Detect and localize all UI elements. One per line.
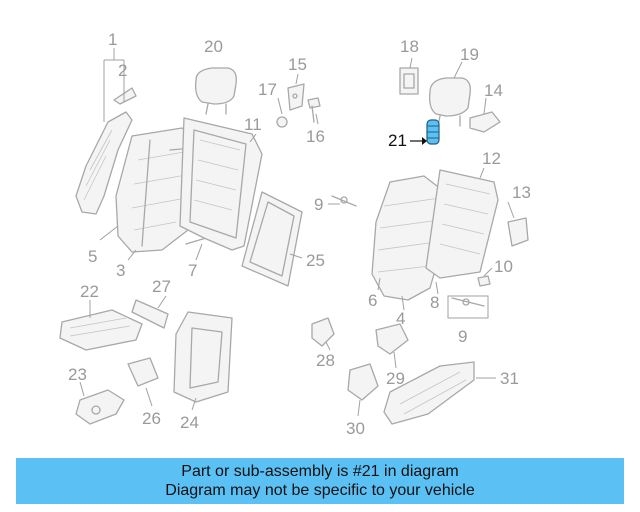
headrest-left xyxy=(194,67,237,115)
cover-26 xyxy=(127,357,159,387)
bracket-29 xyxy=(375,323,409,355)
left-seat-panel xyxy=(241,191,303,287)
callout-30: 30 xyxy=(346,419,365,438)
callout-4: 4 xyxy=(396,309,405,328)
guide-17 xyxy=(276,116,288,128)
strip-27 xyxy=(131,299,169,329)
info-banner: Part or sub-assembly is #21 in diagram D… xyxy=(16,458,624,504)
callout-5: 5 xyxy=(88,247,97,266)
callout-11: 11 xyxy=(244,115,262,134)
bolt-16 xyxy=(307,97,321,123)
leader-lines xyxy=(79,48,515,417)
left-seat-cushion-tray xyxy=(59,309,143,351)
callout-21: 21 xyxy=(388,131,407,150)
callout-28: 28 xyxy=(316,351,335,370)
motor-23 xyxy=(75,389,125,425)
right-seat-frame xyxy=(425,169,499,279)
callout-7: 7 xyxy=(188,261,197,280)
headrest-right xyxy=(428,77,471,127)
callout-2: 2 xyxy=(118,61,127,80)
callout-labels: 1 2 3 5 20 17 15 16 11 7 25 22 27 23 26 … xyxy=(68,30,531,438)
callout-14: 14 xyxy=(484,81,503,100)
callout-29: 29 xyxy=(386,369,405,388)
banner-line-part: Part or sub-assembly is #21 in diagram xyxy=(181,463,459,480)
callout-26: 26 xyxy=(142,409,161,428)
armrest-housing-24 xyxy=(173,311,233,403)
callout-25: 25 xyxy=(306,251,325,270)
guide-18 xyxy=(399,67,419,95)
callout-16: 16 xyxy=(306,127,325,146)
callout-27: 27 xyxy=(152,277,171,296)
seat-rail-31 xyxy=(383,361,475,425)
callout-13: 13 xyxy=(512,183,531,202)
callout-19: 19 xyxy=(460,45,479,64)
callout-3: 3 xyxy=(116,261,125,280)
callout-8: 8 xyxy=(430,293,439,312)
callout-20: 20 xyxy=(204,37,223,56)
left-seat-trim-piece xyxy=(113,87,137,105)
callout-22: 22 xyxy=(80,282,99,301)
callout-31: 31 xyxy=(500,369,519,388)
bolt-9-upper xyxy=(331,195,357,207)
highlighted-part-21 xyxy=(426,119,440,145)
latch-13 xyxy=(507,217,529,247)
leader-21-arrow xyxy=(422,137,427,145)
callout-9-upper: 9 xyxy=(314,195,323,214)
banner-line-disclaimer: Diagram may not be specific to your vehi… xyxy=(165,482,475,499)
bolt-9-lower xyxy=(451,297,485,307)
callout-12: 12 xyxy=(482,149,501,168)
callout-1: 1 xyxy=(108,30,117,49)
parts-diagram: 1 2 3 5 20 17 15 16 11 7 25 22 27 23 26 … xyxy=(59,30,531,438)
callout-24: 24 xyxy=(180,413,199,432)
callout-6: 6 xyxy=(368,291,377,310)
callout-17: 17 xyxy=(258,80,277,99)
callout-15: 15 xyxy=(288,55,307,74)
callout-9-lower: 9 xyxy=(458,327,467,346)
bracket-30 xyxy=(347,363,379,401)
callout-18: 18 xyxy=(400,37,419,56)
left-seat-side-panel xyxy=(75,111,133,215)
clip-10 xyxy=(477,275,491,287)
cover-28 xyxy=(311,317,335,347)
callout-23: 23 xyxy=(68,365,87,384)
hinge-14 xyxy=(469,111,501,133)
bracket-15 xyxy=(287,83,305,111)
left-seat-frame xyxy=(179,117,263,251)
callout-10: 10 xyxy=(494,257,513,276)
